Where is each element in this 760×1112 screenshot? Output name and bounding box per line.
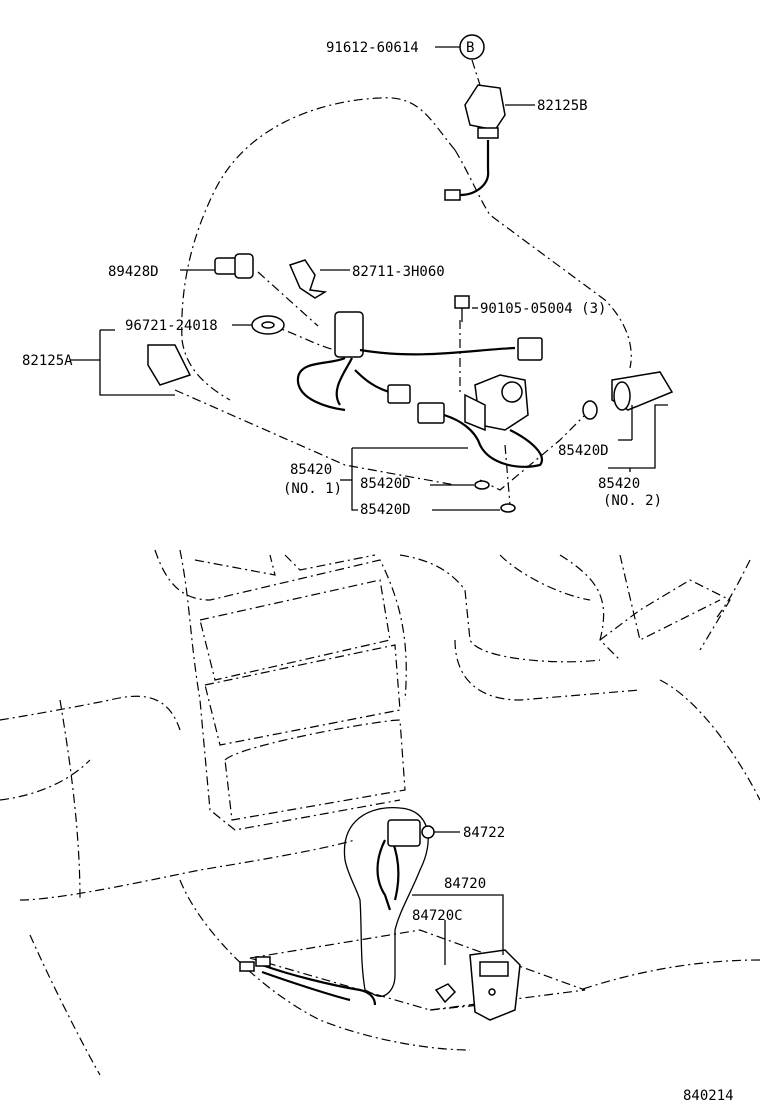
- label-96721: 96721-24018: [125, 318, 218, 334]
- lower-assembly: [0, 549, 760, 1076]
- label-84722: 84722: [463, 825, 505, 841]
- upper-assembly: [70, 34, 674, 513]
- label-84720c: 84720C: [412, 908, 463, 924]
- label-82125a: 82125A: [22, 353, 73, 369]
- label-90105: 90105-05004 (3): [480, 301, 606, 317]
- connector-82125b: [444, 84, 535, 201]
- wire-harness: [296, 311, 543, 412]
- label-82711: 82711-3H060: [352, 264, 445, 280]
- sensor-85420-no1: [417, 374, 543, 468]
- bolt-90105: [454, 295, 478, 322]
- o-ring-2: [500, 503, 516, 513]
- label-89428d: 89428D: [108, 264, 159, 280]
- bracket-82711: [288, 259, 350, 299]
- sensor-85420-no2: [582, 371, 674, 441]
- label-no1: (NO. 1): [283, 481, 342, 497]
- label-85420-no2: 85420: [598, 476, 640, 492]
- label-82125b: 82125B: [537, 98, 588, 114]
- label-85420d-c: 85420D: [558, 443, 609, 459]
- switch-84720: [434, 894, 521, 1021]
- callout-b-circle: [459, 34, 485, 60]
- label-no2: (NO. 2): [603, 493, 662, 509]
- label-figure-number: 840214: [683, 1088, 734, 1104]
- label-85420d-a: 85420D: [360, 476, 411, 492]
- sensor-89428d: [180, 253, 254, 279]
- o-ring-1: [474, 480, 490, 490]
- label-84720: 84720: [444, 876, 486, 892]
- label-85420-no1: 85420: [290, 462, 332, 478]
- label-85420d-b: 85420D: [360, 502, 411, 518]
- labels: 91612-60614 B 82125B 89428D 82711-3H060 …: [22, 40, 734, 1104]
- label-callout-b: B: [466, 40, 474, 56]
- shift-lever: [239, 806, 460, 1006]
- label-91612: 91612-60614: [326, 40, 419, 56]
